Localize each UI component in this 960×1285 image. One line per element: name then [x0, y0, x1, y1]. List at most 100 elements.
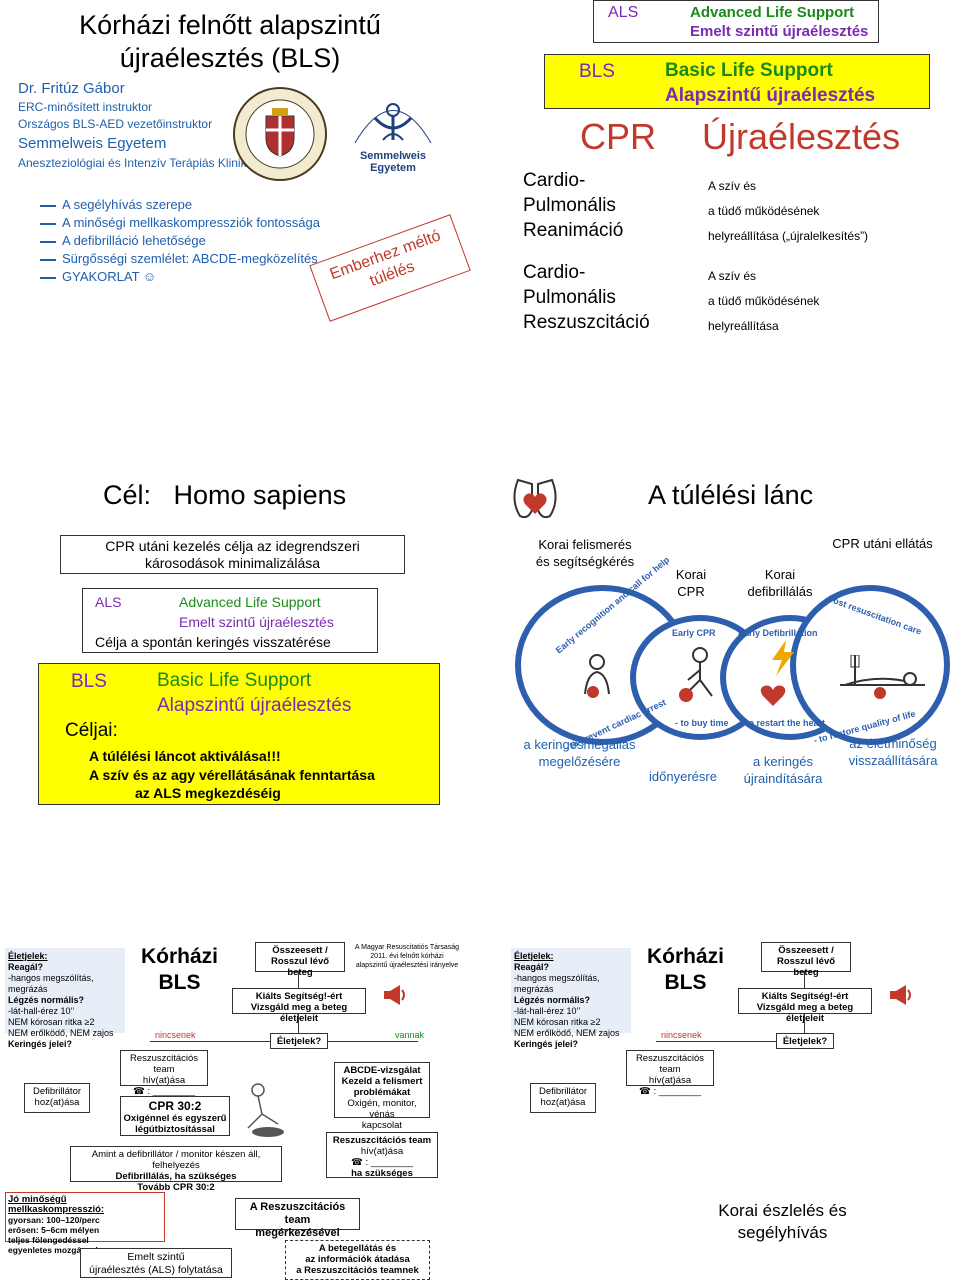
ring-3b-label: - to restart the heart	[740, 718, 826, 728]
no-label-2: nincsenek	[661, 1030, 702, 1040]
bullet-item: Sürgősségi szemlélet: ABCDE-megközelítés	[40, 250, 320, 268]
no-label: nincsenek	[155, 1030, 196, 1040]
arrow-down-1	[298, 972, 299, 988]
clinic-logo-icon	[345, 88, 441, 154]
arrow-down-2	[298, 1014, 299, 1033]
def1-desc: A szív és a tüdő működésének helyreállít…	[708, 179, 869, 243]
bullet-list: A segélyhívás szerepe A minőségi mellkas…	[40, 196, 320, 286]
def1-term: Cardio- Pulmonális Reanimáció	[523, 170, 624, 241]
author-name: Dr. Fritúz Gábor	[18, 80, 125, 97]
ring-2-label: Early CPR	[672, 628, 716, 638]
bls-line-2: Alapszintű újraélesztés	[157, 695, 352, 716]
bls-line-1: Basic Life Support	[665, 60, 833, 81]
dash-icon	[40, 204, 56, 207]
logo-caption: Semmelweis Egyetem	[359, 150, 427, 174]
ncs-box: CPR utáni kezelés célja az idegrendszeri…	[60, 535, 405, 574]
vitals-question-box-2: Életjelek?	[776, 1033, 834, 1049]
yes-label: vannak	[395, 1030, 425, 1040]
university-seal-icon	[232, 86, 328, 182]
als-line-1: Advanced Life Support	[179, 594, 321, 610]
chain-bottom-2: időnyerésre	[649, 769, 717, 784]
dash-icon	[40, 240, 56, 243]
heart-lungs-icon	[508, 470, 562, 522]
title-line-1: Kórházi felnőtt alapszintű	[79, 10, 381, 40]
def2-term: Cardio- Pulmonális Reszuszcitáció	[523, 262, 650, 333]
als-box: ALS Advanced Life Support Emelt szintű ú…	[593, 0, 879, 43]
arrow-down-4	[804, 1014, 805, 1033]
bls-box: BLS Basic Life Support Alapszintű újraél…	[544, 54, 930, 109]
bls-abbr: BLS	[579, 61, 615, 82]
lightning-icon	[768, 640, 798, 676]
goal-1: A túlélési láncot aktiválása!!!	[89, 748, 281, 764]
als-line-2: Emelt szintű újraélesztés	[690, 23, 869, 40]
bullet-item: A minőségi mellkaskompressziók fontosság…	[40, 214, 320, 232]
bullet-item: A defibrilláció lehetősége	[40, 232, 320, 250]
goal-2: A szív és az agy vérellátásának fenntart…	[89, 767, 375, 783]
als-abbr: ALS	[608, 4, 639, 21]
quality-compression-box: Jó minőségű mellkaskompresszió: gyorsan:…	[5, 1192, 165, 1255]
cpr-word: Újraélesztés	[702, 116, 901, 157]
title-line-2: újraélesztés (BLS)	[119, 43, 341, 73]
megaphone-icon	[378, 984, 408, 1006]
bullet-item: A segélyhívás szerepe	[40, 196, 320, 214]
defib-ready-box: Amint a defibrillátor / monitor készen á…	[70, 1146, 282, 1193]
arrow-yes	[328, 1041, 418, 1042]
vitals-question-box: Életjelek?	[270, 1033, 328, 1049]
stamp: Emberhez méltó túlélés	[309, 214, 471, 322]
vitals-info-2: Életjelek: Reagál? -hangos megszólítás, …	[511, 948, 631, 1049]
als-line-2: Emelt szintű újraélesztés	[179, 614, 334, 630]
arrow-down-3	[804, 972, 805, 988]
arrow-no-2	[656, 1041, 776, 1042]
call-help-icon	[575, 650, 625, 700]
dash-icon	[40, 276, 56, 279]
goals-label: Céljai:	[65, 720, 118, 741]
als-goal: Célja a spontán keringés visszatérése	[95, 634, 331, 650]
chain-ring-4	[790, 585, 950, 745]
cpr-abbr: CPR	[580, 116, 657, 157]
patient-bed-icon	[835, 654, 930, 700]
author-line-2: Országos BLS-AED vezetőinstruktor	[18, 117, 213, 131]
bls-goal-box: BLS Basic Life Support Alapszintű újraél…	[38, 663, 440, 805]
cpr-person-icon	[670, 645, 725, 705]
bls-abbr: BLS	[71, 671, 107, 692]
chain-top-4: CPR utáni ellátás	[832, 536, 933, 551]
cpr-illustration-icon	[238, 1082, 288, 1138]
author-dept: Aneszteziológiai és Intenzív Terápiás Kl…	[18, 156, 254, 170]
bls-line-1: Basic Life Support	[157, 670, 312, 691]
als-line-1: Advanced Life Support	[690, 4, 855, 21]
als-abbr: ALS	[95, 594, 122, 610]
slide3-title: Cél: Homo sapiens	[103, 480, 347, 510]
heart-icon	[760, 685, 786, 707]
ring-2b-label: - to buy time	[675, 718, 729, 728]
slide4-title: A túlélési lánc	[648, 480, 814, 510]
collapsed-box: Összeesett /Rosszul lévő beteg	[255, 942, 345, 978]
bls-line-2: Alapszintű újraélesztés	[665, 85, 876, 106]
megaphone-icon	[884, 984, 914, 1006]
bullet-item: GYAKORLAT ☺	[40, 268, 320, 286]
def2-desc: A szív és a tüdő működésének helyreállít…	[708, 269, 820, 333]
goal-3: az ALS megkezdéséig	[135, 785, 281, 801]
ring-3-label: Early Defibrillation	[738, 628, 818, 638]
als-goal-box: ALS Advanced Life Support Emelt szintű ú…	[82, 588, 378, 653]
collapsed-box-2: Összeesett /Rosszul lévő beteg	[761, 942, 851, 978]
